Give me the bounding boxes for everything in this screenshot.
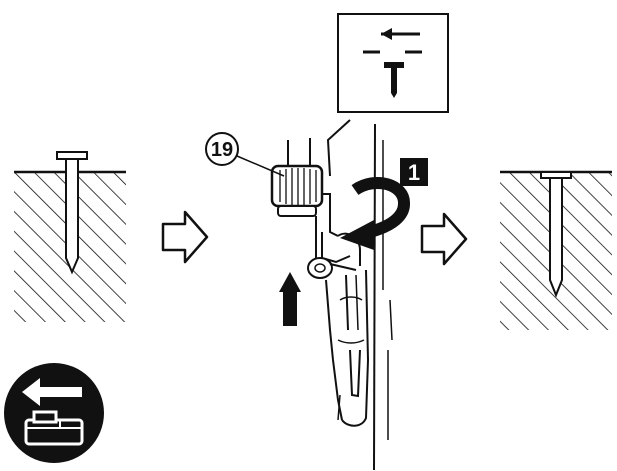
push-up-arrow-icon (279, 272, 301, 326)
rotate-dial-arrow-icon (340, 176, 410, 250)
depth-adjuster-dial (270, 164, 324, 217)
protruding-nail-icon (56, 151, 88, 275)
next-step-arrow-left (161, 210, 209, 264)
nail-protruding-panel (14, 151, 126, 322)
step-number-badge: 1 (400, 158, 428, 186)
nail-depth-setting-icon (337, 13, 449, 113)
step-number-label: 1 (408, 160, 420, 185)
nailer-nose-illustration (270, 119, 393, 471)
part-number-callout: 19 (205, 132, 285, 177)
remove-battery-icon (4, 363, 104, 463)
part-number-label: 19 (211, 139, 233, 161)
next-step-arrow-right (420, 212, 468, 266)
nail-flush-panel (500, 170, 612, 330)
flush-nail-icon (540, 171, 572, 298)
